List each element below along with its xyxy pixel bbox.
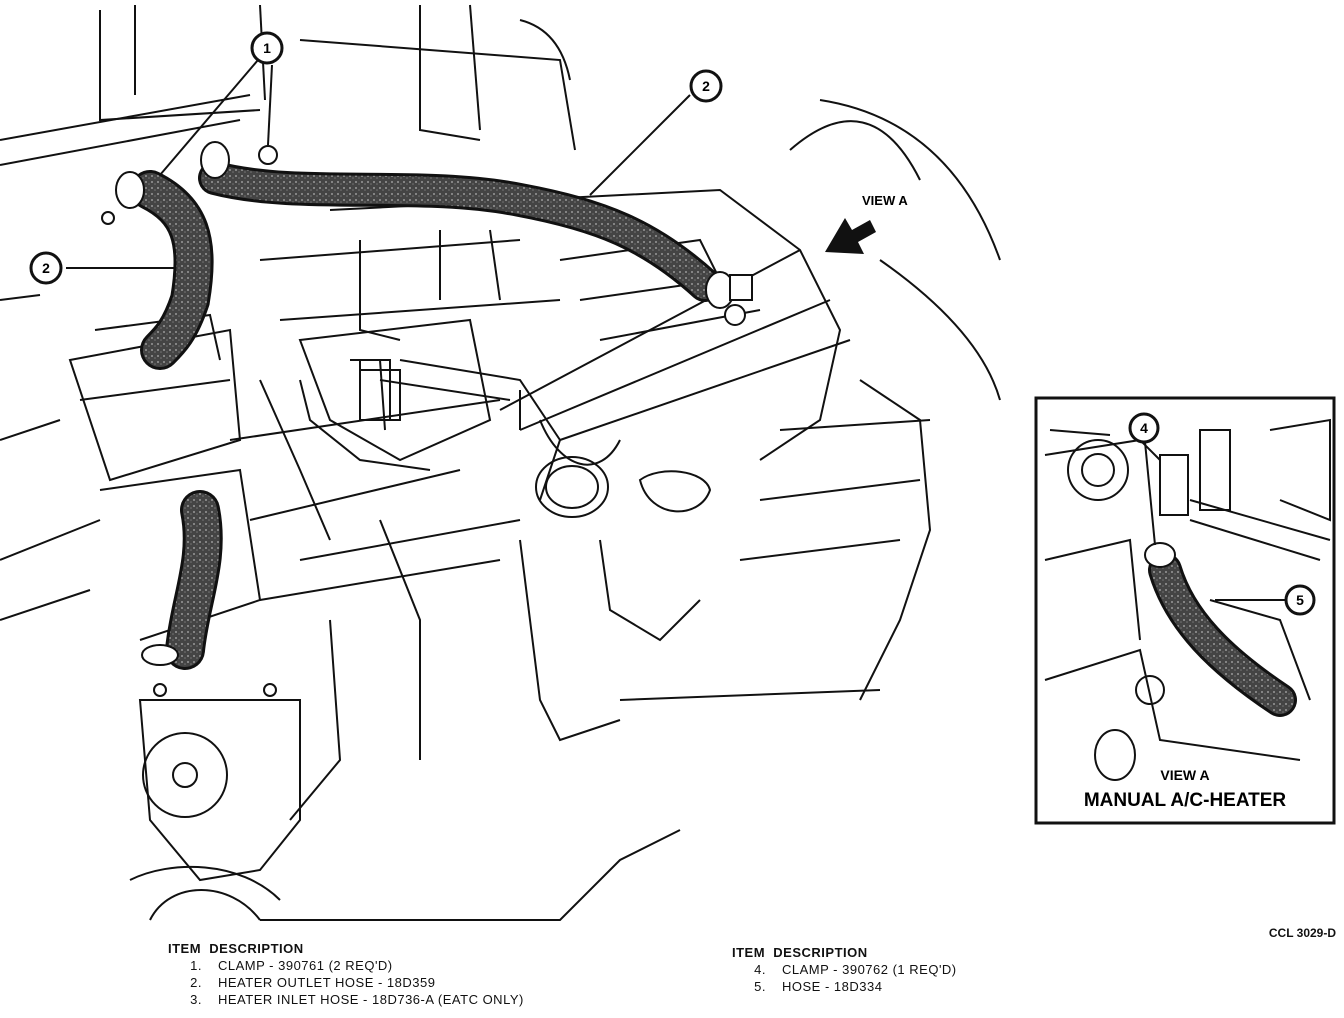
engine-block — [229, 188, 932, 921]
legend-num: 4. — [754, 962, 766, 977]
intake-manifold — [299, 359, 562, 501]
inset-view-label: VIEW A — [1160, 767, 1209, 783]
legend-left: ITEM DESCRIPTION 1. CLAMP - 390761 (2 RE… — [168, 940, 688, 1008]
legend-row: 4. CLAMP - 390762 (1 REQ'D) — [732, 961, 1152, 978]
svg-text:2: 2 — [42, 260, 50, 276]
firewall-lines — [0, 4, 1001, 621]
lower-hose — [165, 490, 223, 670]
callout-1: 1 — [250, 31, 284, 65]
callout-2-top: 2 — [689, 69, 723, 103]
legend-header: ITEM DESCRIPTION — [732, 945, 868, 960]
water-pump — [129, 683, 301, 921]
legend-desc: CLAMP - 390762 (1 REQ'D) — [782, 962, 957, 977]
heater-inlet-hose — [130, 170, 214, 370]
legend-row: 5. HOSE - 18D334 — [732, 978, 1152, 995]
legend-row: 1. CLAMP - 390761 (2 REQ'D) — [168, 957, 688, 974]
legend-desc: CLAMP - 390761 (2 REQ'D) — [218, 958, 393, 973]
legend-row: 3. HEATER INLET HOSE - 18D736-A (EATC ON… — [168, 991, 688, 1008]
legend-num: 3. — [190, 992, 202, 1007]
callout-4: 4 — [1140, 420, 1148, 436]
inset-title: MANUAL A/C-HEATER — [1084, 790, 1287, 811]
inset-view-a: 4 5 VIEW A MANUAL A/C-HEATER — [1034, 396, 1336, 825]
legend-row: 2. HEATER OUTLET HOSE - 18D359 — [168, 974, 688, 991]
svg-text:1: 1 — [263, 40, 271, 56]
callout-2-left: 2 — [29, 251, 63, 285]
legend-desc: HOSE - 18D334 — [782, 979, 883, 994]
legend-header: ITEM DESCRIPTION — [168, 941, 304, 956]
legend-desc: HEATER OUTLET HOSE - 18D359 — [218, 975, 436, 990]
figure-code: CCL 3029-D — [1268, 926, 1336, 940]
heater-outlet-hose — [198, 161, 722, 302]
legend-num: 5. — [754, 979, 766, 994]
svg-text:VIEW A: VIEW A — [862, 193, 908, 208]
legend-num: 1. — [190, 958, 202, 973]
legend-right: ITEM DESCRIPTION 4. CLAMP - 390762 (1 RE… — [732, 944, 1152, 995]
clamps — [101, 141, 753, 666]
legend-num: 2. — [190, 975, 202, 990]
callout-5: 5 — [1296, 592, 1304, 608]
callout-leaders — [66, 59, 691, 269]
view-a-pointer: VIEW A — [825, 193, 908, 254]
svg-text:2: 2 — [702, 78, 710, 94]
legend-desc: HEATER INLET HOSE - 18D736-A (EATC ONLY) — [218, 992, 524, 1007]
